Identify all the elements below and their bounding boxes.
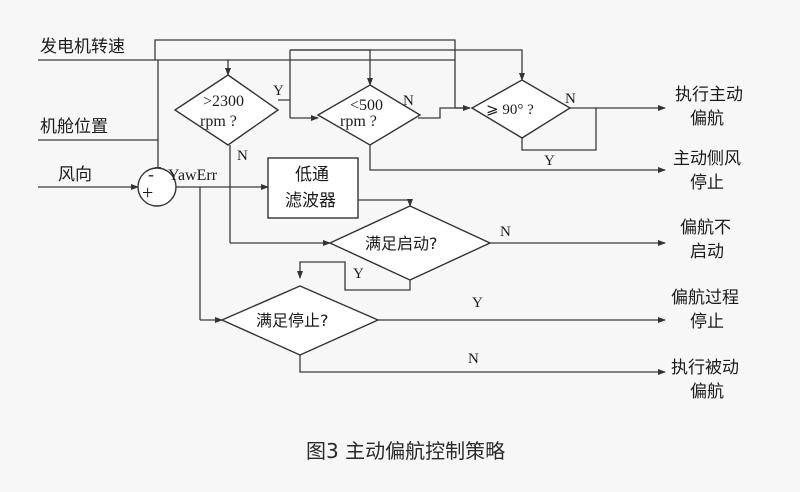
decision-angle bbox=[470, 79, 572, 139]
junction-plus: + bbox=[142, 182, 153, 204]
output-process-stop-1: 偏航过程 bbox=[671, 288, 739, 308]
connectors bbox=[38, 39, 666, 375]
d5-text: 满足停止? bbox=[256, 311, 329, 330]
output-process-stop-2: 停止 bbox=[690, 312, 724, 332]
output-active-yaw-2: 偏航 bbox=[690, 109, 724, 129]
decision-speed-low bbox=[316, 84, 422, 146]
junction-minus: - bbox=[148, 164, 154, 184]
output-crosswind-stop-1: 主动侧风 bbox=[673, 149, 741, 169]
d5-yes-label: Y bbox=[472, 295, 483, 311]
output-crosswind-stop-2: 停止 bbox=[690, 173, 724, 193]
output-passive-yaw-2: 偏航 bbox=[690, 382, 724, 402]
d3-yes-label: Y bbox=[544, 153, 555, 169]
d1-text-1: >2300 bbox=[203, 93, 244, 110]
d4-text: 满足启动? bbox=[365, 234, 438, 253]
decision-stop bbox=[220, 285, 380, 356]
filter-label-1: 低通 bbox=[295, 165, 329, 185]
d2-text-1: <500 bbox=[350, 97, 383, 114]
d1-text-2: rpm ? bbox=[200, 113, 237, 130]
d2-no-label: N bbox=[403, 93, 414, 109]
d4-yes-label: Y bbox=[353, 266, 364, 282]
labels: 发电机转速 机舱位置 风向 + - YawErr 低通 滤波器 >2300 rp… bbox=[40, 37, 743, 463]
filter-label-2: 滤波器 bbox=[285, 191, 336, 211]
lowpass-filter-box bbox=[267, 157, 359, 219]
input-nacelle-position: 机舱位置 bbox=[40, 117, 108, 137]
d1-no-label: N bbox=[237, 148, 248, 164]
output-active-yaw-1: 执行主动 bbox=[675, 85, 743, 105]
d5-no-label: N bbox=[468, 351, 479, 367]
output-no-start-1: 偏航不 bbox=[680, 218, 731, 238]
d3-no-label: N bbox=[565, 91, 576, 107]
output-passive-yaw-1: 执行被动 bbox=[671, 358, 739, 378]
d2-text-2: rpm ? bbox=[340, 113, 377, 130]
shapes bbox=[137, 74, 572, 356]
summing-junction bbox=[137, 167, 177, 207]
input-wind-direction: 风向 bbox=[58, 165, 92, 185]
decision-start bbox=[328, 205, 492, 281]
yawerr-label: YawErr bbox=[168, 167, 218, 184]
d1-yes-label: Y bbox=[273, 83, 284, 99]
d3-text: ⩾ 90° ? bbox=[486, 102, 534, 118]
input-generator-speed: 发电机转速 bbox=[40, 37, 125, 57]
d4-no-label: N bbox=[500, 224, 511, 240]
output-no-start-2: 启动 bbox=[690, 242, 724, 262]
figure-caption: 图3 主动偏航控制策略 bbox=[306, 439, 505, 463]
decision-speed-high bbox=[173, 74, 280, 146]
